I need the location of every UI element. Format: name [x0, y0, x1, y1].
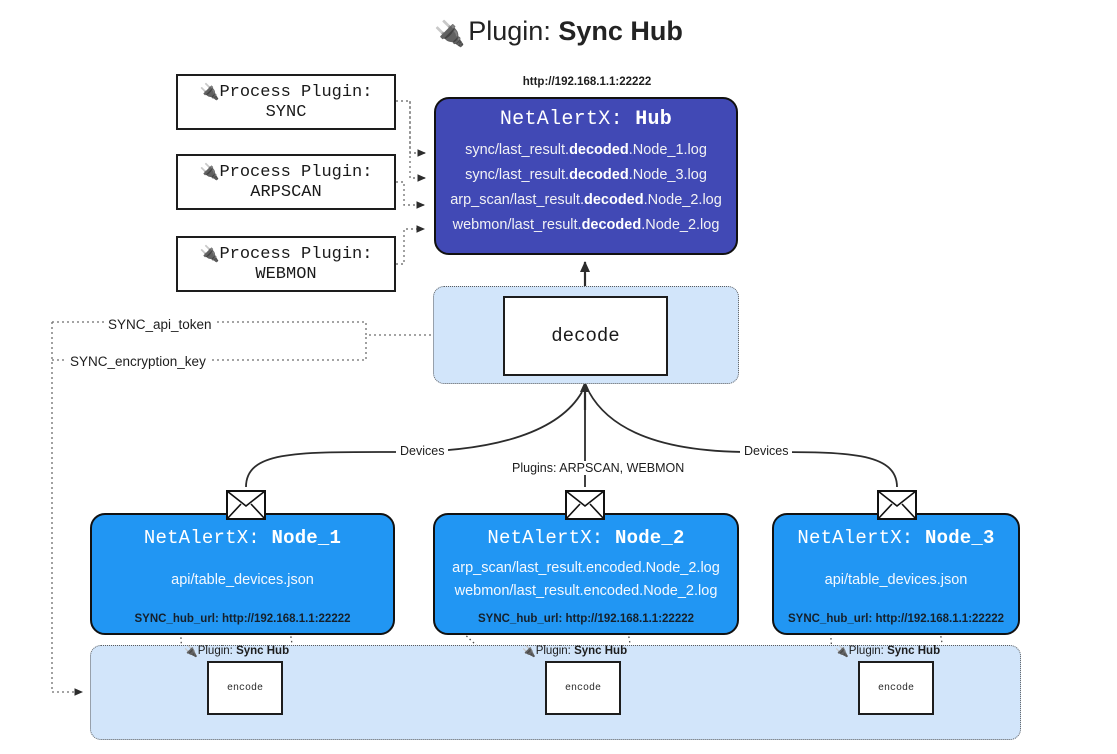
node-1-line-1: api/table_devices.json [171, 572, 314, 588]
page-title-name: Sync Hub [558, 16, 683, 46]
process-plugin-arpscan-line1: 🔌Process Plugin: [199, 162, 373, 183]
hub-title: NetAlertX: Hub [499, 108, 673, 131]
node-3-line-1: api/table_devices.json [824, 572, 968, 588]
hub-log-2: sync/last_result.decoded.Node_3.log [465, 167, 707, 184]
envelope-icon [877, 490, 917, 520]
encode-box-1[interactable]: encode [207, 661, 283, 715]
process-plugin-sync[interactable]: 🔌Process Plugin: SYNC [176, 74, 396, 130]
node-box-node-3[interactable]: NetAlertX: Node_3 api/table_devices.json… [772, 513, 1020, 635]
page-title-lead: Plugin: [468, 16, 559, 46]
node-1-title: NetAlertX: Node_1 [143, 527, 342, 549]
config-api-token-label: SYNC_api_token [104, 317, 216, 332]
node-box-node-2[interactable]: NetAlertX: Node_2 arp_scan/last_result.e… [433, 513, 739, 635]
plug-icon: 🔌 [835, 646, 849, 658]
encode-box-2[interactable]: encode [545, 661, 621, 715]
node-3-hub-url: SYNC_hub_url: http://192.168.1.1:22222 [787, 613, 1005, 625]
hub-log-1: sync/last_result.decoded.Node_1.log [465, 142, 707, 158]
hub-log-3: arp_scan/last_result.decoded.Node_2.log [450, 192, 722, 209]
node-2-line-2: webmon/last_result.encoded.Node_2.log [454, 583, 718, 600]
decode-box[interactable]: decode [503, 296, 668, 376]
process-plugin-webmon[interactable]: 🔌Process Plugin: WEBMON [176, 236, 396, 292]
hub-url-label: http://192.168.1.1:22222 [522, 76, 652, 88]
encoder-2-plugin-label: 🔌Plugin: Sync Hub [522, 645, 628, 658]
edge-label-plugins: Plugins: ARPSCAN, WEBMON [508, 461, 689, 475]
plug-icon: 🔌 [199, 82, 220, 102]
plug-icon: 🔌 [184, 646, 198, 658]
config-encryption-key-label: SYNC_encryption_key [66, 354, 210, 369]
envelope-icon [565, 490, 605, 520]
page-title: 🔌Plugin: Sync Hub [0, 16, 1117, 49]
node-box-node-1[interactable]: NetAlertX: Node_1 api/table_devices.json… [90, 513, 395, 635]
process-plugin-arpscan[interactable]: 🔌Process Plugin: ARPSCAN [176, 154, 396, 210]
process-plugin-sync-name: SYNC [265, 102, 307, 122]
plug-icon: 🔌 [434, 20, 466, 48]
encoder-1-plugin-label: 🔌Plugin: Sync Hub [184, 645, 290, 658]
envelope-icon [226, 490, 266, 520]
edge-label-devices-right: Devices [740, 444, 793, 458]
process-plugin-webmon-name: WEBMON [255, 264, 317, 284]
encode-box-3[interactable]: encode [858, 661, 934, 715]
hub-node[interactable]: NetAlertX: Hub sync/last_result.decoded.… [434, 97, 738, 255]
edge-label-devices-left: Devices [396, 444, 449, 458]
node-2-line-1: arp_scan/last_result.encoded.Node_2.log [452, 560, 720, 576]
hub-log-4: webmon/last_result.decoded.Node_2.log [452, 217, 720, 234]
encoder-3-plugin-label: 🔌Plugin: Sync Hub [835, 645, 941, 658]
plug-icon: 🔌 [199, 244, 220, 264]
plug-icon: 🔌 [522, 646, 536, 658]
node-1-hub-url: SYNC_hub_url: http://192.168.1.1:22222 [134, 613, 351, 625]
node-3-title: NetAlertX: Node_3 [797, 527, 995, 549]
node-2-hub-url: SYNC_hub_url: http://192.168.1.1:22222 [477, 613, 695, 625]
process-plugin-sync-line1: 🔌Process Plugin: [199, 82, 373, 103]
plug-icon: 🔌 [199, 162, 220, 182]
node-2-title: NetAlertX: Node_2 [487, 527, 685, 549]
process-plugin-webmon-line1: 🔌Process Plugin: [199, 244, 373, 265]
process-plugin-arpscan-name: ARPSCAN [250, 182, 322, 202]
